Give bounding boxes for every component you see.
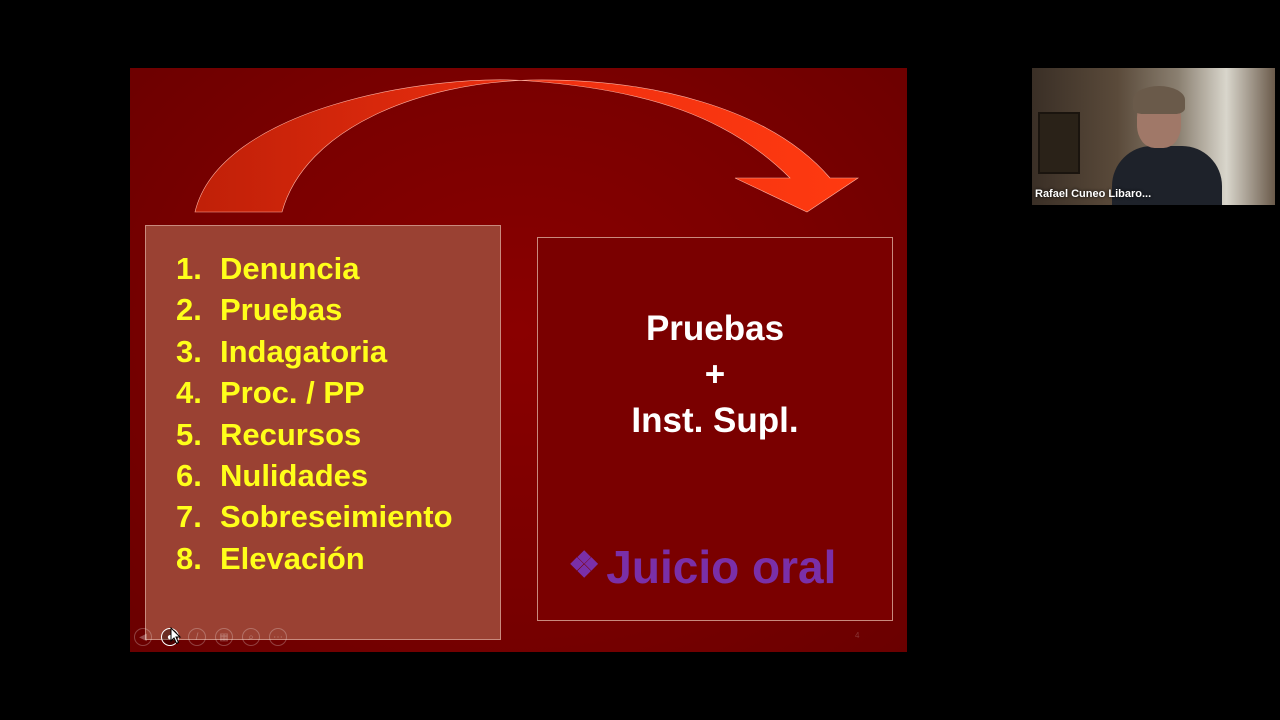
list-item: 5.Recursos [176,416,362,452]
list-item: 3.Indagatoria [176,333,388,369]
list-item: 7.Sobreseimiento [176,499,453,535]
juicio-oral-bullet: ❖Juicio oral [568,540,836,594]
list-item: 2.Pruebas [176,292,343,328]
participant-body [1112,146,1222,205]
participant-video-tile[interactable]: Rafael Cuneo Libaro... [1032,68,1275,205]
zoom-icon[interactable]: ⌕ [242,628,260,646]
steps-list-box: 1.Denuncia 2.Pruebas 3.Indagatoria 4.Pro… [145,225,501,640]
juicio-oral-text: Juicio oral [606,541,837,593]
participant-hair [1133,86,1185,114]
mouse-cursor-icon [170,627,182,645]
wall-picture [1038,112,1080,174]
slideshow-toolbar: ◀ ● / ▦ ⌕ ⋯ [134,628,287,646]
steps-list: 1.Denuncia 2.Pruebas 3.Indagatoria 4.Pro… [176,248,453,579]
curved-arrow [194,79,859,213]
list-item: 8.Elevación [176,540,365,576]
previous-slide-icon[interactable]: ◀ [134,628,152,646]
pen-icon[interactable]: / [188,628,206,646]
list-item: 4.Proc. / PP [176,375,365,411]
list-item: 1.Denuncia [176,251,360,286]
slides-grid-icon[interactable]: ▦ [215,628,233,646]
right-line-plus: + [704,355,726,394]
slide-page-number: 4 [855,631,860,640]
participant-name: Rafael Cuneo Libaro... [1035,188,1152,200]
result-box: Pruebas + Inst. Supl. ❖Juicio oral [537,237,893,621]
presentation-slide: 1.Denuncia 2.Pruebas 3.Indagatoria 4.Pro… [130,68,907,652]
diamond-bullet-icon: ❖ [568,544,601,585]
list-item: 6.Nulidades [176,458,369,494]
right-line-inst-supl: Inst. Supl. [631,401,799,440]
right-line-pruebas: Pruebas [645,309,785,348]
more-options-icon[interactable]: ⋯ [269,628,287,646]
